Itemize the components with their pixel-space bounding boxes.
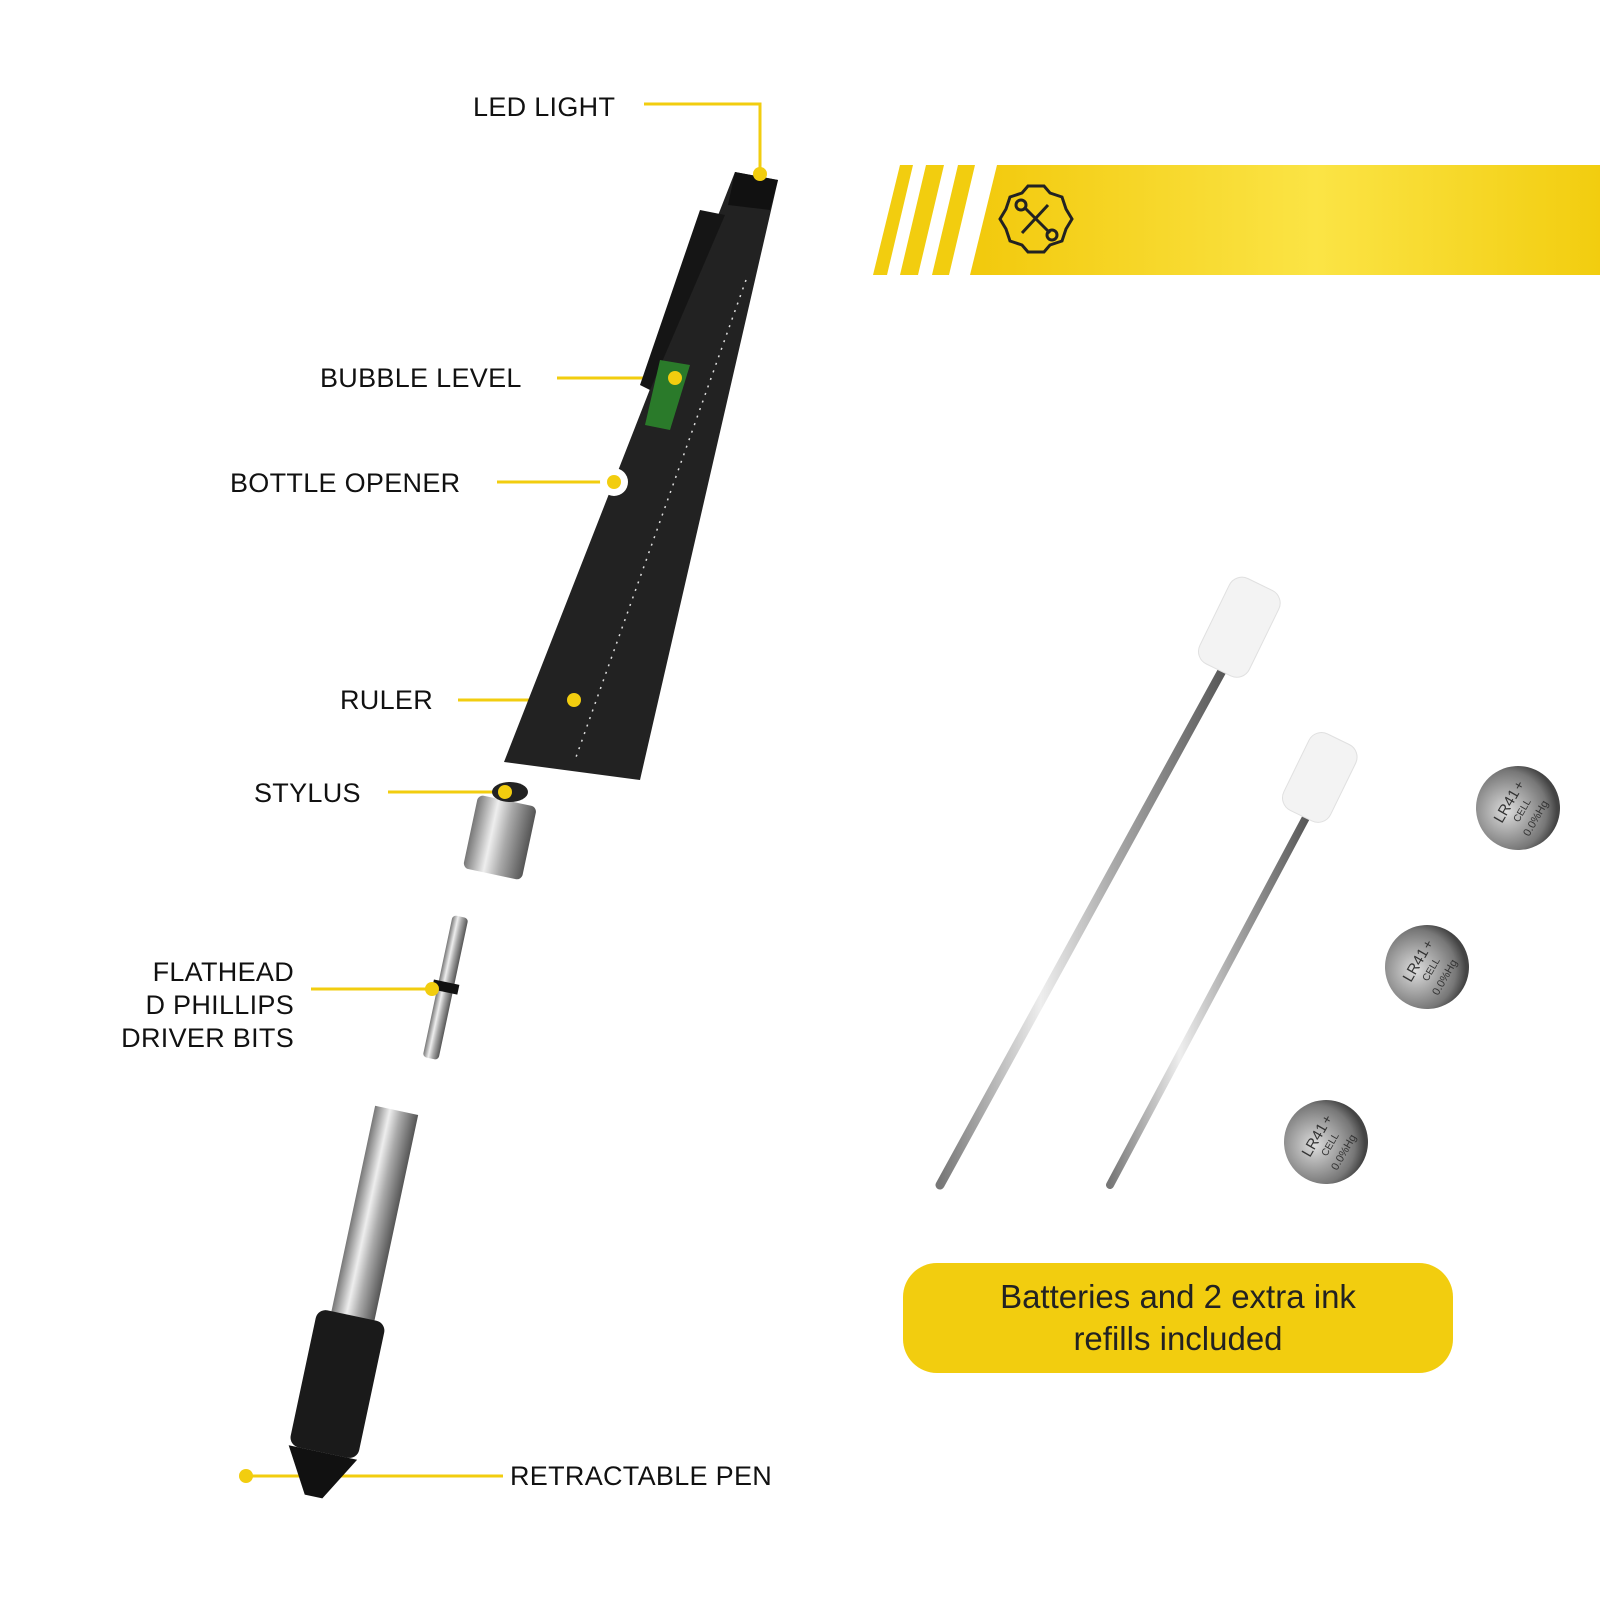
banner [873,165,1600,275]
label-driver-bits-line: D PHILLIPS [145,990,294,1020]
ink-refill-1 [935,576,1281,1190]
gear-tools-icon [998,184,1074,254]
label-stylus: STYLUS [254,778,361,808]
label-retractable-pen: RETRACTABLE PEN [510,1461,773,1491]
label-bubble-level: BUBBLE LEVEL [320,363,522,393]
label-led-light: LED LIGHT [473,92,616,122]
pen-body [504,172,778,780]
label-bottle-opener: BOTTLE OPENER [230,468,461,498]
callout-dots [239,167,767,1483]
label-ruler: RULER [340,685,434,715]
leader-lines [246,102,762,1478]
battery: LR41 + CELL 0.0%Hg [1284,1100,1368,1184]
battery: LR41 + CELL 0.0%Hg [1476,766,1560,850]
label-driver-bits: FLATHEAD D PHILLIPS DRIVER BITS [80,956,294,1055]
label-driver-bits-line: FLATHEAD [152,957,294,987]
driver-bits-part [423,915,468,1060]
caption-text: Batteries and 2 extra ink refills includ… [1000,1278,1356,1357]
label-driver-bits-line: DRIVER BITS [121,1023,294,1053]
ink-refill-2 [1106,732,1358,1189]
included-items-caption: Batteries and 2 extra ink refills includ… [903,1263,1453,1373]
retractable-pen-part [288,1105,419,1499]
battery: LR41 + CELL 0.0%Hg [1385,925,1469,1009]
